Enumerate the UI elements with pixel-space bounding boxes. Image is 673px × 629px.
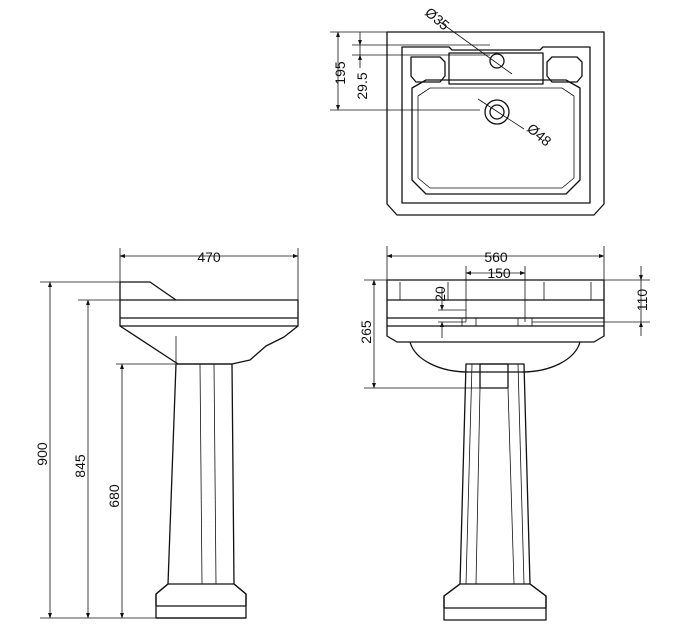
bowl-depth-label: 265 bbox=[358, 320, 374, 344]
waste-outlet-outer bbox=[484, 99, 510, 125]
basin-inner-rim bbox=[401, 46, 591, 204]
fixing-offset-label: 20 bbox=[432, 286, 448, 302]
fixing-spacing-label: 150 bbox=[487, 265, 511, 281]
front-bowl bbox=[409, 341, 581, 373]
side-plinth bbox=[155, 583, 247, 607]
left-soap-ledge bbox=[410, 56, 446, 83]
total-height-label: 900 bbox=[34, 442, 50, 466]
front-basin-top bbox=[386, 279, 605, 343]
bowl-inner bbox=[417, 87, 575, 189]
offset-label: 29.5 bbox=[354, 72, 370, 99]
basin-outline bbox=[386, 31, 605, 216]
pedestal-height-label: 680 bbox=[106, 484, 122, 508]
front-waste-trap bbox=[479, 363, 509, 389]
tap-hole-label: Ø35 bbox=[422, 4, 453, 33]
side-view: 470 900 845 680 bbox=[34, 248, 299, 619]
tap-hole-leader bbox=[439, 21, 513, 75]
tap-deck bbox=[448, 52, 544, 85]
depth-label: 470 bbox=[197, 249, 221, 265]
tap-hole bbox=[489, 53, 505, 69]
front-plinth bbox=[443, 583, 547, 609]
plan-view: Ø35 Ø48 195 29.5 bbox=[330, 4, 605, 216]
width-label: 560 bbox=[484, 249, 508, 265]
rim-to-fixing-label: 110 bbox=[634, 289, 650, 312]
bowl-outline bbox=[411, 79, 581, 195]
front-view: 560 150 20 110 265 bbox=[358, 246, 650, 621]
side-basin-body bbox=[119, 281, 299, 365]
waste-leader bbox=[477, 98, 525, 130]
front-pedestal bbox=[443, 363, 547, 621]
waste-label: Ø48 bbox=[524, 120, 555, 149]
rim-height-label: 845 bbox=[72, 454, 88, 478]
right-soap-ledge bbox=[546, 56, 583, 83]
waste-outlet-inner bbox=[489, 104, 505, 120]
depth-to-tap-label: 195 bbox=[332, 61, 348, 85]
